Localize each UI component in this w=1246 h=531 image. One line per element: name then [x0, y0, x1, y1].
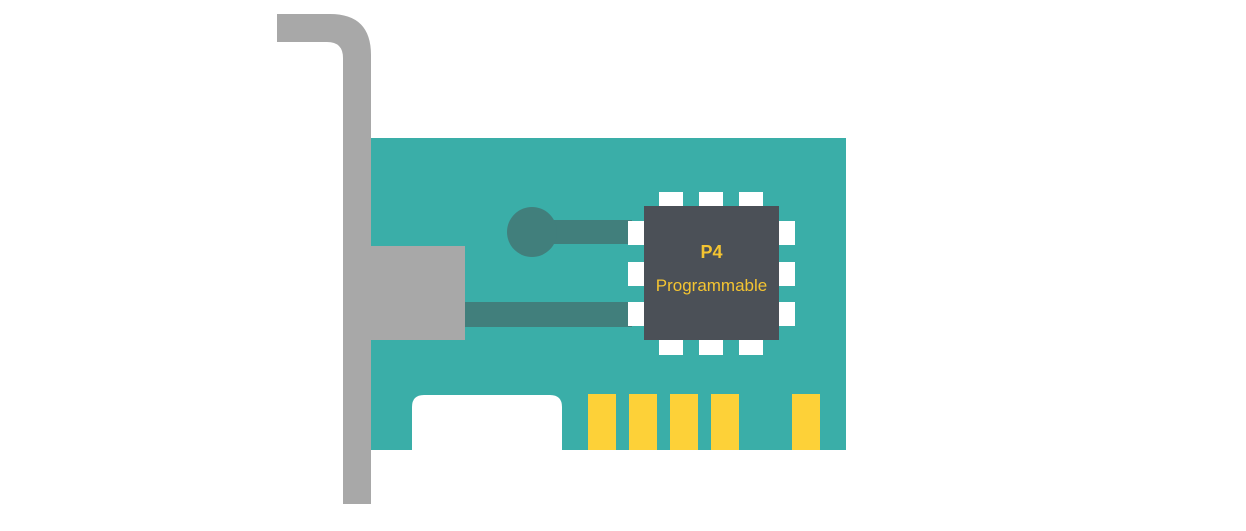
trace-via: [507, 207, 557, 257]
chip-pin-right-3: [778, 302, 795, 326]
edge-contact-5: [792, 394, 820, 450]
chip-pin-left-1: [628, 221, 645, 245]
chip-body: [644, 206, 779, 340]
edge-contact-2: [629, 394, 657, 450]
edge-contact-4: [711, 394, 739, 450]
chip-pin-bottom-1: [659, 339, 683, 355]
mounting-bracket: [277, 14, 371, 504]
port-connector: [370, 246, 465, 340]
chip-pin-bottom-3: [739, 339, 763, 355]
chip-pin-right-2: [778, 262, 795, 286]
chip-title: P4: [700, 242, 723, 262]
edge-contact-1: [588, 394, 616, 450]
chip-pin-bottom-2: [699, 339, 723, 355]
edge-contact-3: [670, 394, 698, 450]
chip-pin-top-2: [699, 192, 723, 207]
trace-lower: [464, 302, 632, 327]
chip-pin-top-3: [739, 192, 763, 207]
chip-pin-top-1: [659, 192, 683, 207]
chip-pin-left-2: [628, 262, 645, 286]
chip-pin-right-1: [778, 221, 795, 245]
chip-pins: [628, 192, 795, 355]
edge-contacts: [588, 394, 820, 450]
chip-pin-left-3: [628, 302, 645, 326]
chip-subtitle: Programmable: [655, 276, 768, 295]
